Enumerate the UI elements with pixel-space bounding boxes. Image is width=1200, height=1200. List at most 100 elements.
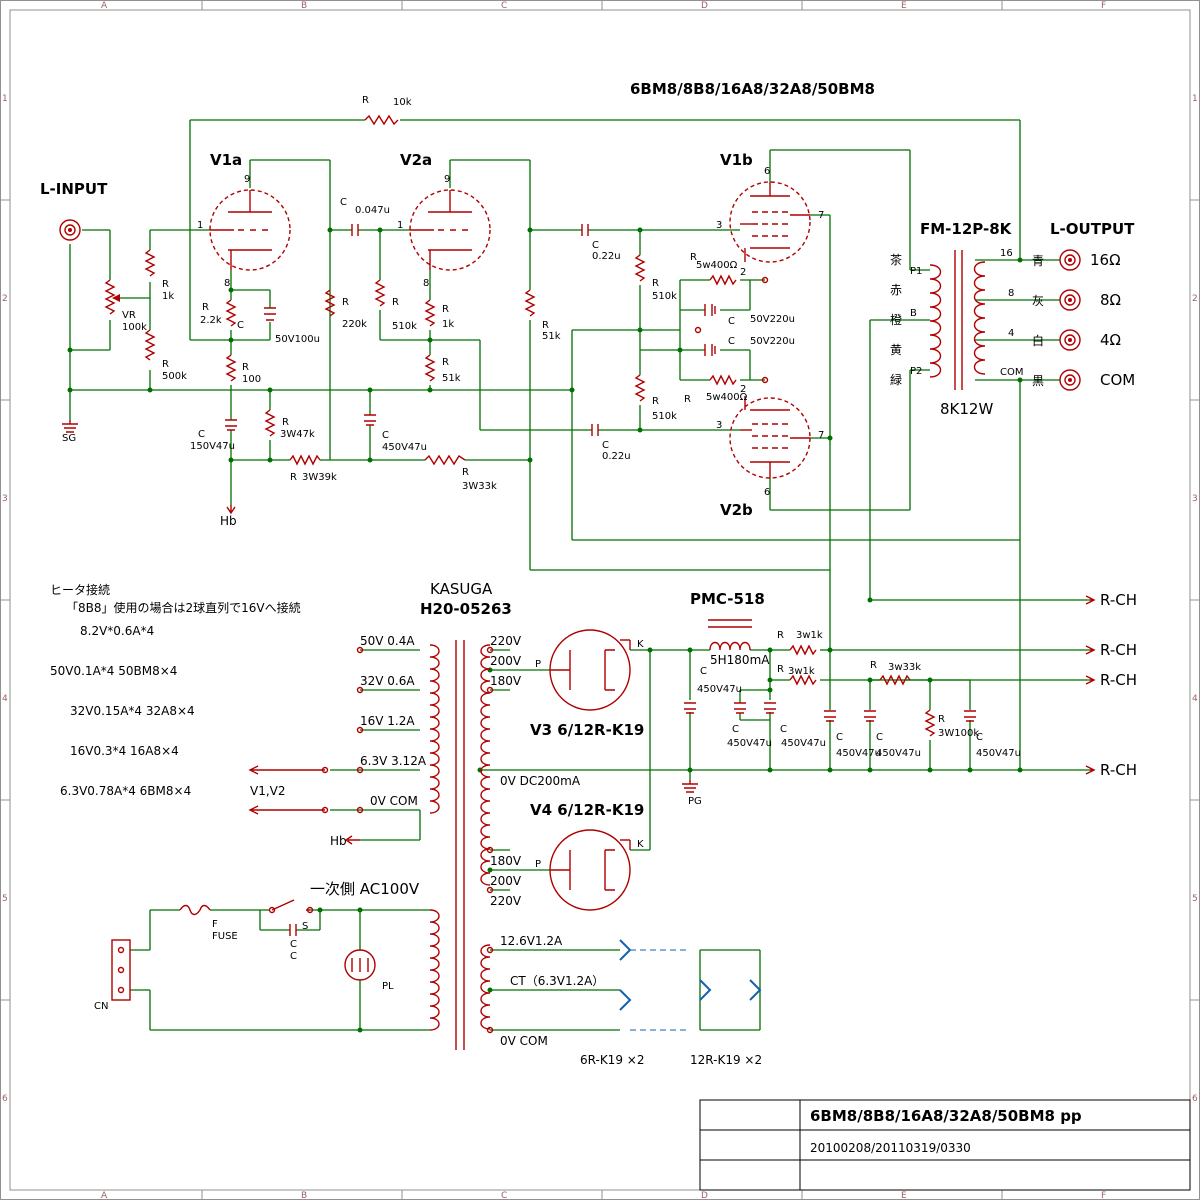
pt-maker: KASUGA — [430, 580, 493, 598]
pin-v2a-8: 8 — [423, 278, 429, 289]
pg-label: PG — [688, 796, 702, 807]
value-c022-a: 0.22u — [592, 251, 621, 262]
resistor-51k-plate — [524, 289, 536, 317]
volume-resistor — [104, 279, 116, 315]
heater-row-1: 8.2V*0.6A*4 — [80, 624, 154, 638]
opt-sec-8: 8 — [1008, 288, 1014, 299]
speaker-16: 16Ω — [1090, 251, 1121, 269]
opt-color-5: 緑 — [890, 372, 902, 387]
pt-heater-3: 0V COM — [500, 1034, 548, 1048]
resistor-3w1k-b — [789, 674, 817, 686]
cap-50v220u-top — [704, 304, 716, 316]
value-r3w33k-b: 3w33k — [888, 662, 921, 673]
grid-row-4: 4 — [2, 694, 8, 704]
cap-50v220u-bottom — [704, 344, 716, 356]
resistor-500k — [144, 329, 156, 361]
pt-heater-2: CT（6.3V1.2A） — [510, 974, 604, 988]
fuse-f-label: F — [212, 919, 218, 930]
label-r3w39k: R — [290, 472, 297, 483]
title-block-dates: 20100208/20110319/0330 — [810, 1141, 971, 1155]
pin-v2b-6: 6 — [764, 487, 770, 498]
value-cf5: 450V47u — [876, 748, 921, 759]
cap-450v47u-2 — [734, 702, 746, 714]
grid-row-3: 3 — [2, 494, 8, 504]
terminal-16-ohm[interactable] — [1059, 249, 1081, 271]
pt-hv-180-bottom: 180V — [490, 854, 522, 868]
label-r51k-a: R — [442, 357, 449, 368]
value-c220-b: 50V220u — [750, 336, 795, 347]
pt-center: 0V DC200mA — [500, 774, 581, 788]
heater-row-4: 16V0.3*4 16A8×4 — [70, 744, 179, 758]
tube-v2a — [409, 189, 491, 271]
tube-label-v2a: V2a — [400, 151, 432, 169]
power-transformer — [429, 640, 491, 1050]
cap-450v47u-b — [364, 414, 376, 426]
ac-connector[interactable] — [111, 939, 131, 1001]
text-labels: L-INPUT L-OUTPUT V1a V2a V1b V2b V3 6/12… — [40, 95, 1137, 1067]
label-r510k-a: R — [392, 297, 399, 308]
cap-450v47u-3 — [764, 702, 776, 714]
label-c-coup1: C — [340, 197, 347, 208]
value-c-coup1: 0.047u — [355, 205, 390, 216]
output-transformer — [929, 250, 986, 390]
grid-col-a: A — [101, 1, 108, 11]
value-c022-b: 0.22u — [602, 451, 631, 462]
label-cf5: C — [876, 732, 883, 743]
wiring — [69, 119, 1090, 1031]
value-r3w1k-a: 3w1k — [796, 630, 823, 641]
label-c220-b: C — [728, 336, 735, 347]
value-cf1: 450V47u — [697, 684, 742, 695]
opt-wire-4: 黒 — [1032, 374, 1044, 388]
label-c220-a: C — [728, 316, 735, 327]
rectifier-v4 — [549, 829, 631, 911]
value-r5w-b: 5w400Ω — [706, 392, 748, 403]
terminal-4-ohm[interactable] — [1059, 329, 1081, 351]
speaker-terminals[interactable] — [1059, 249, 1081, 391]
value-r3w100k: 3W100k — [938, 728, 979, 739]
heater-title: ヒータ接続 — [50, 582, 110, 597]
heater-row-2: 50V0.1A*4 50BM8×4 — [50, 664, 177, 678]
tube-v2b — [729, 396, 811, 479]
input-label: L-INPUT — [40, 180, 108, 198]
tube-label-v4: V4 6/12R-K19 — [530, 801, 644, 819]
grid-col-e: E — [901, 1, 907, 11]
value-r1k-b: 1k — [442, 319, 454, 330]
pin-v1b-2: 2 — [740, 267, 746, 278]
pt-hv-220-top: 220V — [490, 634, 522, 648]
value-r3w33k: 3W33k — [462, 481, 497, 492]
switch-s-label: S — [302, 921, 308, 932]
grid-row-1: 1 — [2, 94, 8, 104]
input-jack[interactable] — [59, 219, 81, 241]
label-r5w-a: R — [690, 252, 697, 263]
pt-hv-200-top: 200V — [490, 654, 522, 668]
grid-row-6: 6 — [2, 1094, 8, 1104]
junction-dots — [67, 227, 1023, 1033]
label-r3w1k-a: R — [777, 630, 784, 641]
resistor-51k-v2a — [424, 354, 436, 382]
opt-color-1: 茶 — [890, 252, 902, 267]
title-block-title: 6BM8/8B8/16A8/32A8/50BM8 pp — [810, 1107, 1082, 1125]
value-vr: 100k — [122, 322, 147, 333]
rect12-label: 12R-K19 ×2 — [690, 1053, 762, 1067]
grid-col-f-bottom: F — [1101, 1191, 1106, 1200]
label-r1k-a: R — [162, 279, 169, 290]
schematic-title: 6BM8/8B8/16A8/32A8/50BM8 — [630, 80, 875, 98]
grid-row-6-right: 6 — [1192, 1094, 1198, 1104]
resistor-100 — [225, 354, 237, 382]
speaker-com: COM — [1100, 371, 1135, 389]
opt-wire-3: 白 — [1032, 333, 1044, 348]
terminal-8-ohm[interactable] — [1059, 289, 1081, 311]
pt-left-5: 0V COM — [370, 794, 418, 808]
grid-row-5: 5 — [2, 894, 8, 904]
sg-label: SG — [62, 433, 76, 444]
pin-v4-k: K — [637, 839, 644, 850]
opt-sec-com: COM — [1000, 367, 1023, 378]
resistor-3w39k — [289, 454, 321, 466]
label-r3w47k: R — [282, 417, 289, 428]
grid-col-d: D — [701, 1, 708, 11]
value-r3w47k: 3W47k — [280, 429, 315, 440]
resistor-1k-input — [144, 249, 156, 277]
terminal-com[interactable] — [1059, 369, 1081, 391]
opt-sec-4: 4 — [1008, 328, 1014, 339]
